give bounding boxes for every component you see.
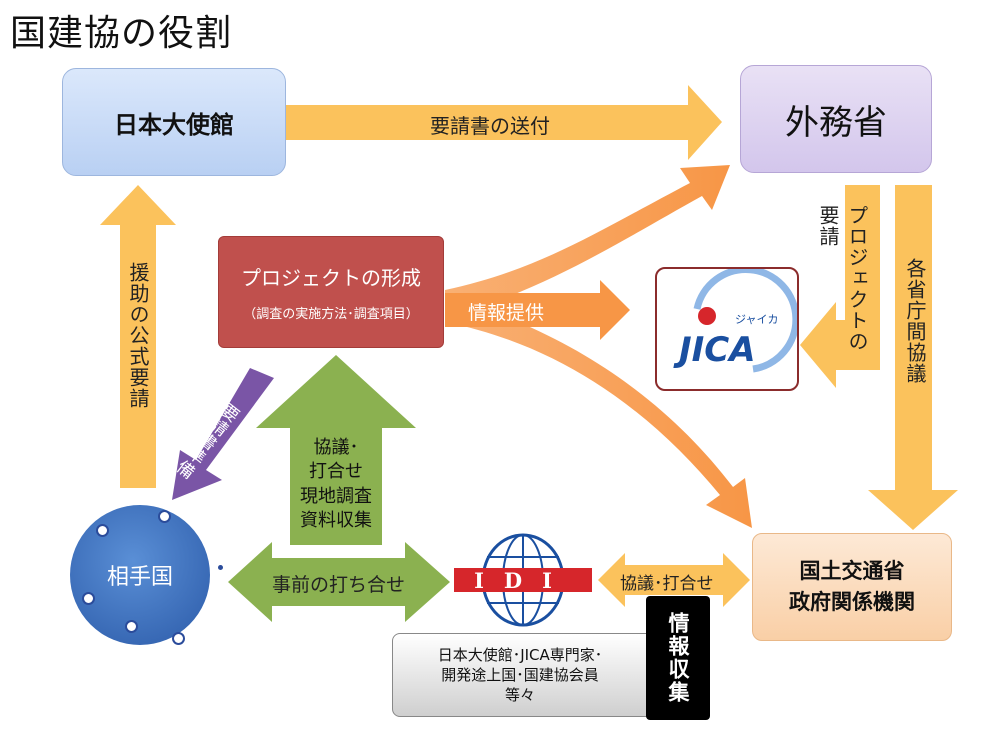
page-title: 国建協の役割	[10, 13, 233, 54]
request-send-arrow	[285, 85, 722, 160]
jica-logo: ジャイカ JICA	[673, 266, 800, 373]
official-request-arrow	[100, 185, 176, 488]
request-prep-arrow	[172, 368, 274, 500]
dot-icon	[96, 524, 109, 537]
dot-icon	[82, 592, 95, 605]
info-sources-box: 日本大使館･JICA専門家･ 開発途上国･国建協会員 等々	[392, 633, 654, 717]
jica-kana: ジャイカ	[735, 313, 778, 326]
consult-meeting-label: 協議･打合せ	[620, 574, 714, 594]
mlit-node: 国土交通省 政府関係機関	[752, 533, 952, 641]
ministry-consult-label: 各省庁間協議	[903, 258, 927, 384]
green-arrow-text: 協議･ 打合せ 現地調査 資料収集	[290, 436, 382, 533]
green-line1: 協議･	[313, 437, 359, 458]
project-request-label: プロジェクトの要請	[816, 205, 869, 352]
embassy-node: 日本大使館	[62, 68, 286, 176]
request-send-label: 要請書の送付	[430, 114, 550, 138]
dot-icon	[125, 620, 138, 633]
dot-icon	[172, 632, 185, 645]
jica-text: JICA	[673, 330, 756, 370]
partner-country-node: 相手国	[70, 505, 210, 645]
project-formation-node: プロジェクトの形成 （調査の実施方法･調査項目）	[218, 236, 444, 348]
curve-to-mlit-arrow	[445, 296, 752, 528]
dot-icon	[158, 510, 171, 523]
project-subtitle: （調査の実施方法･調査項目）	[243, 307, 419, 322]
pre-meeting-label: 事前の打ち合せ	[272, 574, 406, 596]
idi-text: IDI	[474, 568, 572, 593]
info-line1: 日本大使館･JICA専門家･	[437, 645, 603, 664]
consult-double-arrow	[598, 553, 750, 607]
green-horizontal-arrow	[228, 542, 450, 622]
green-line2: 打合せ	[309, 461, 363, 483]
dot-icon	[218, 565, 223, 570]
mlit-line2: 政府関係機関	[789, 590, 915, 614]
project-request-arrow	[800, 185, 880, 388]
mlit-line1: 国土交通省	[799, 558, 905, 583]
idi-logo: IDI	[454, 533, 592, 627]
green-vertical-arrow	[256, 355, 416, 545]
mofa-node: 外務省	[740, 65, 932, 173]
info-line3: 等々	[504, 686, 535, 705]
project-title: プロジェクトの形成	[241, 266, 421, 290]
info-provide-label: 情報提供	[468, 302, 545, 324]
jica-logo-box: ジャイカ JICA	[655, 266, 800, 391]
official-request-label: 援助の公式要請	[126, 262, 150, 409]
green-line4: 資料収集	[300, 509, 372, 531]
green-line3: 現地調査	[300, 485, 372, 507]
curve-to-mofa-arrow	[445, 165, 730, 318]
info-line2: 開発途上国･国建協会員	[441, 665, 599, 684]
info-collect-label: 情報収集	[646, 596, 710, 720]
ministry-consult-arrow	[868, 185, 958, 530]
